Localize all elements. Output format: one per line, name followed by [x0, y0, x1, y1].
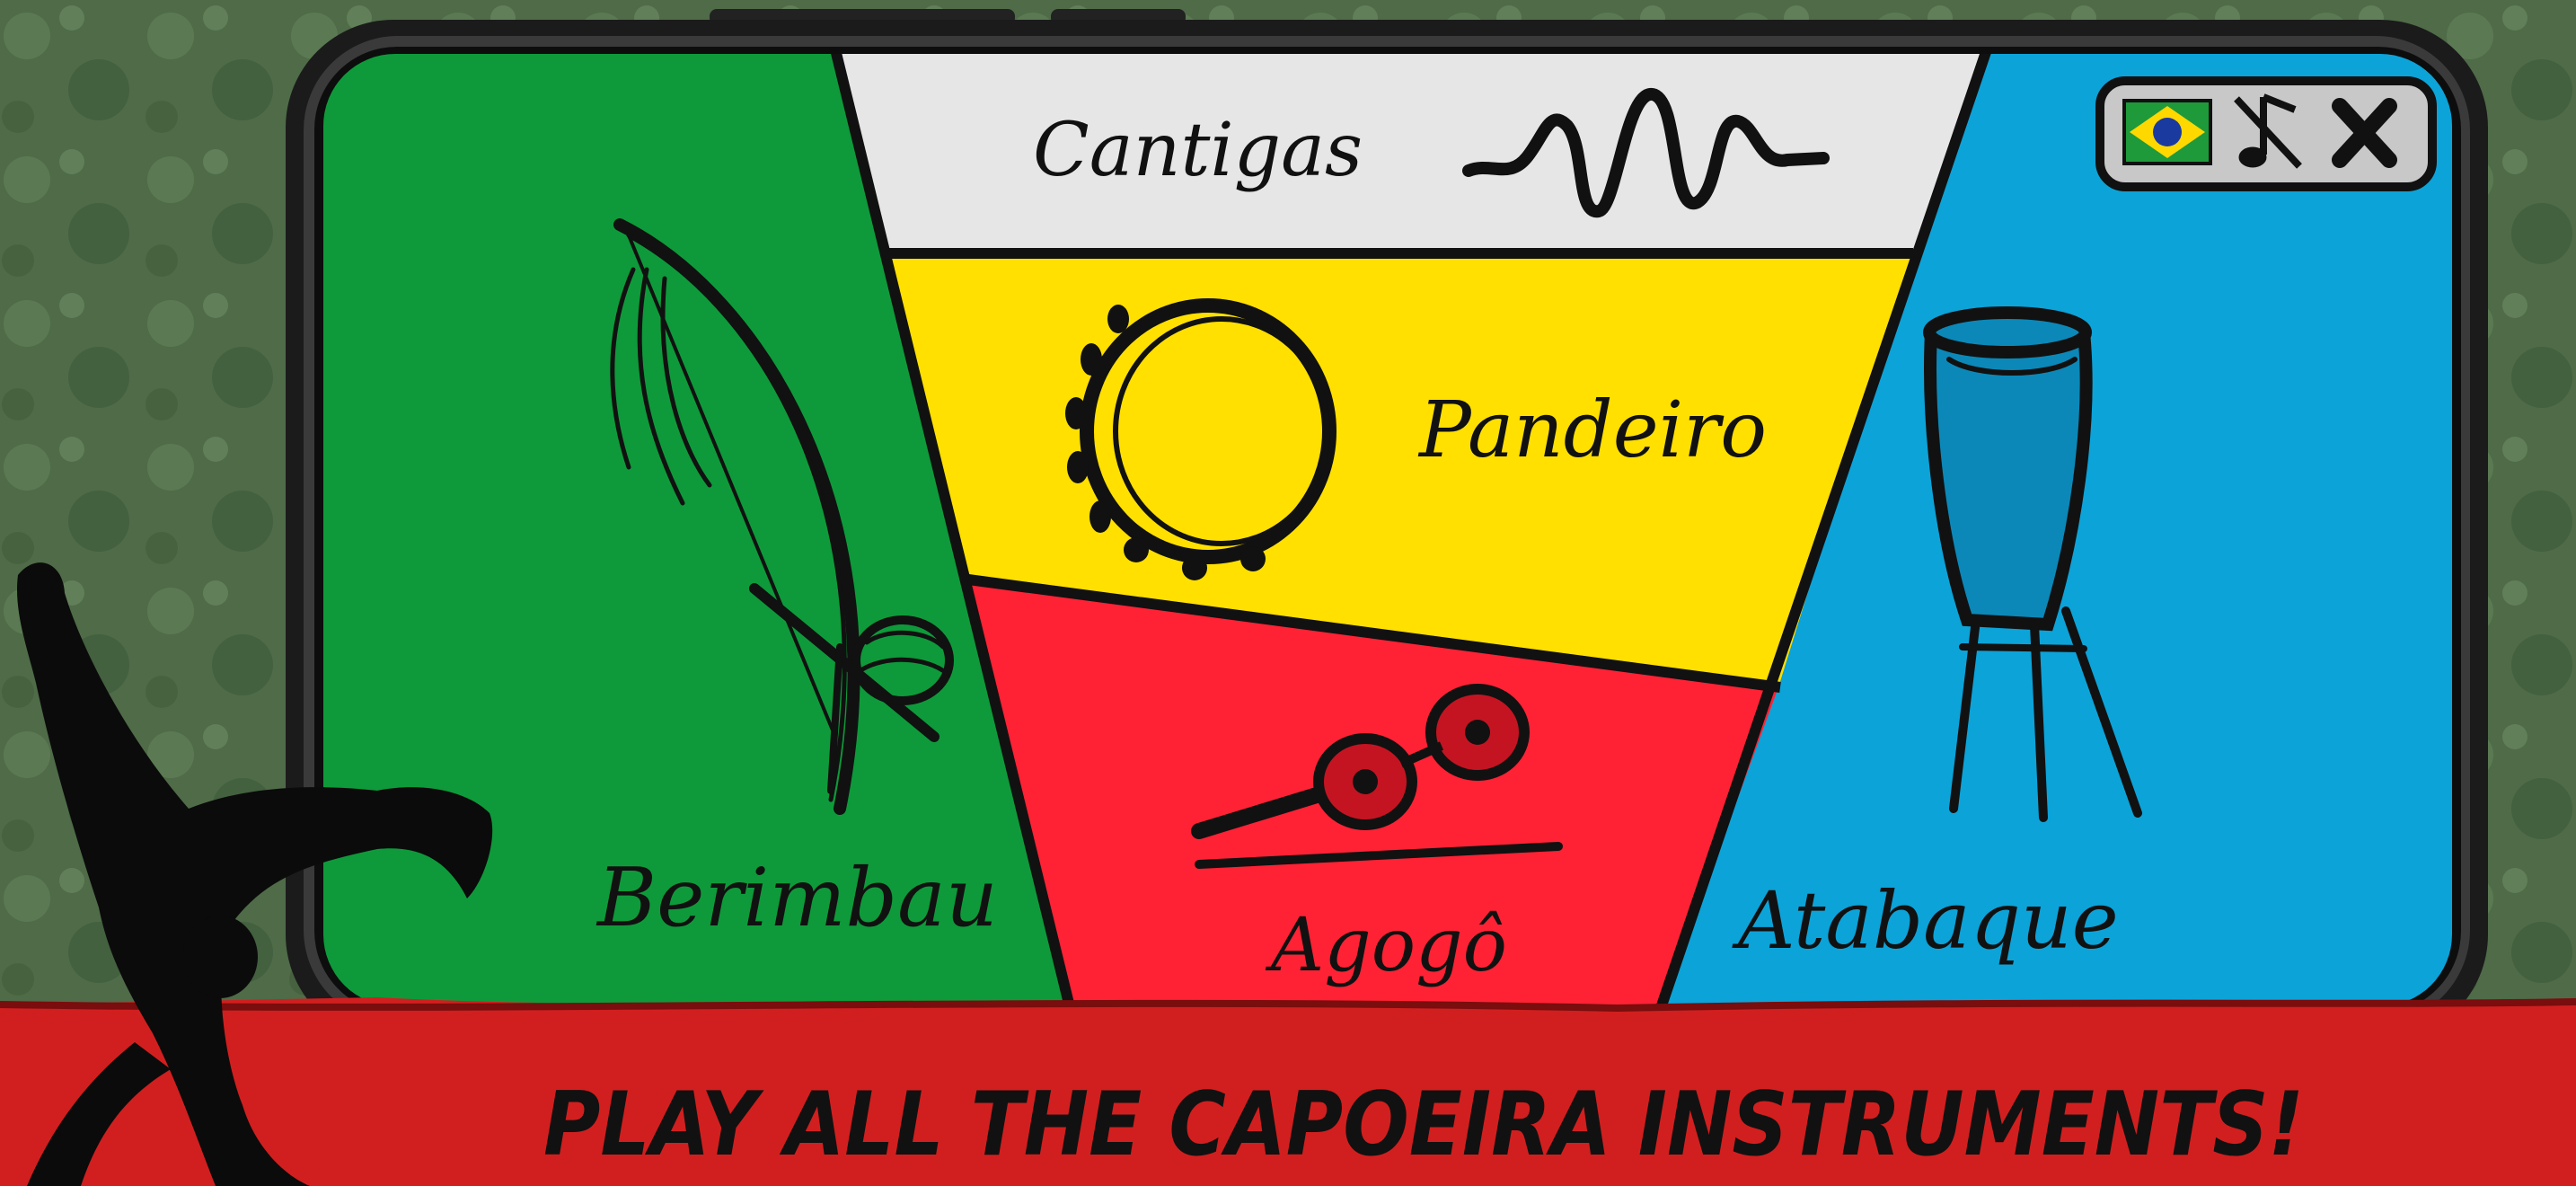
berimbau-icon: [610, 218, 954, 815]
agogo-icon: [1191, 684, 1563, 869]
cantigas-label: Cantigas: [1033, 108, 1363, 193]
pandeiro-label: Pandeiro: [1417, 385, 1767, 475]
brazil-flag-icon: [2122, 99, 2212, 165]
top-toolbar: [2095, 76, 2437, 191]
close-button[interactable]: [2332, 98, 2397, 168]
music-note-muted-icon: [2234, 93, 2302, 169]
tambourine-icon: [1065, 298, 1337, 580]
banner-text: PLAY ALL THE CAPOEIRA INSTRUMENTS!: [543, 1074, 2304, 1176]
atabaque-label: Atabaque: [1732, 874, 2119, 967]
sound-toggle-button[interactable]: [2234, 93, 2302, 169]
panel-berimbau-bg: [323, 54, 1069, 1006]
agogo-label: Agogô: [1265, 903, 1507, 988]
capoeira-player-silhouette-icon: [17, 562, 493, 1186]
atabaque-drum-icon: [1923, 306, 2142, 822]
bottom-banner: PLAY ALL THE CAPOEIRA INSTRUMENTS!: [0, 997, 2576, 1186]
sound-wave-icon: [1462, 88, 1830, 218]
language-button[interactable]: [2122, 99, 2212, 165]
berimbau-label: Berimbau: [595, 851, 998, 945]
panel-berimbau[interactable]: [323, 54, 1069, 1006]
panel-dividers: [830, 54, 1992, 1006]
close-icon: [2332, 98, 2397, 168]
